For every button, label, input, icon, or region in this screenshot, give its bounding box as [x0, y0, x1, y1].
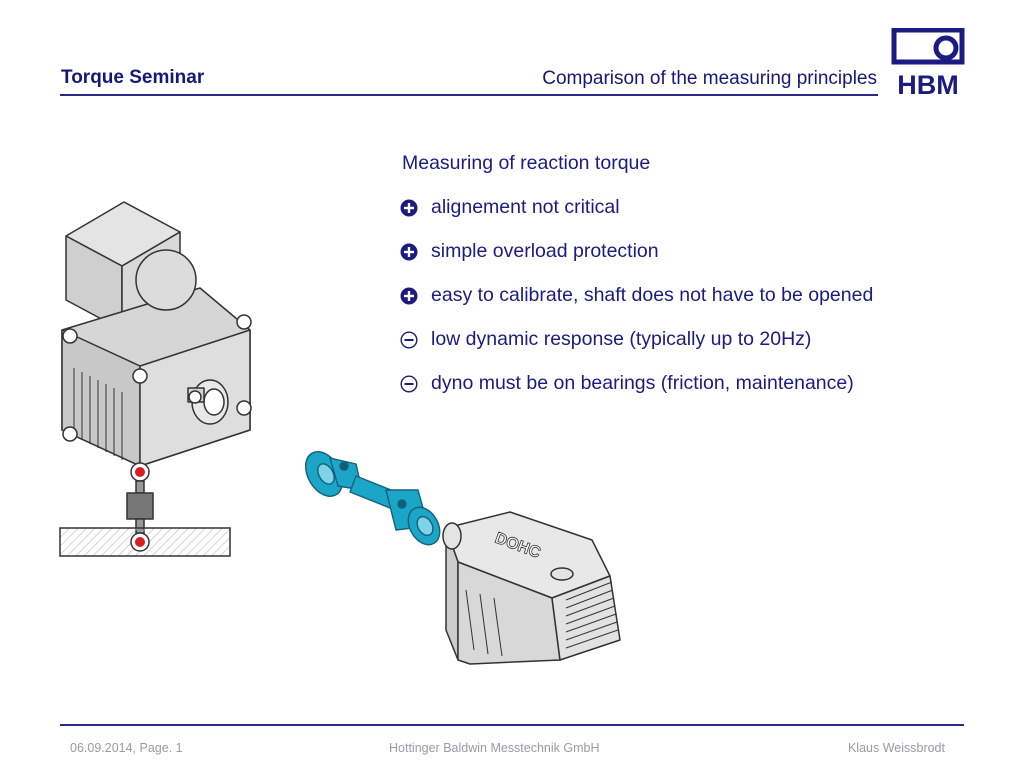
list-item: alignement not critical	[400, 196, 873, 240]
content-heading: Measuring of reaction torque	[402, 152, 651, 174]
hbm-logo-mark	[891, 28, 965, 65]
footer-company: Hottinger Baldwin Messtechnik GmbH	[389, 741, 600, 755]
plus-circle-icon	[400, 199, 418, 217]
plus-circle-icon	[400, 243, 418, 261]
header-divider	[60, 94, 878, 96]
bullet-text: dyno must be on bearings (friction, main…	[431, 372, 854, 394]
bullet-text: alignement not critical	[431, 196, 620, 218]
list-item: simple overload protection	[400, 240, 873, 284]
bullet-text: low dynamic response (typically up to 20…	[431, 328, 812, 350]
minus-circle-icon	[400, 331, 418, 349]
list-item: low dynamic response (typically up to 20…	[400, 328, 873, 372]
dynamometer	[61, 201, 252, 467]
bullet-text: easy to calibrate, shaft does not have t…	[431, 284, 874, 306]
seminar-title: Torque Seminar	[61, 67, 205, 88]
footer-divider	[60, 724, 964, 726]
list-item: dyno must be on bearings (friction, main…	[400, 372, 873, 416]
reaction-torque-illustration: DOHC	[59, 201, 621, 665]
hbm-logo-text: HBM	[897, 70, 959, 96]
list-item: easy to calibrate, shaft does not have t…	[400, 284, 873, 328]
hbm-logo: HBM	[891, 28, 965, 96]
bullet-text: simple overload protection	[431, 240, 659, 262]
engine: DOHC	[442, 511, 621, 665]
engine-cooling-fins	[465, 581, 619, 657]
footer-author: Klaus Weissbrodt	[847, 741, 945, 755]
reaction-torque-sensor	[59, 462, 231, 557]
cooling-ribs	[73, 368, 123, 460]
bullet-list: alignement not critical simple overload …	[400, 196, 873, 416]
footer-date-page: 06.09.2014, Page. 1	[70, 741, 183, 755]
cardan-shaft	[304, 451, 441, 546]
minus-circle-icon	[400, 375, 418, 393]
slide-title: Comparison of the measuring principles	[542, 68, 877, 89]
plus-circle-icon	[400, 287, 418, 305]
